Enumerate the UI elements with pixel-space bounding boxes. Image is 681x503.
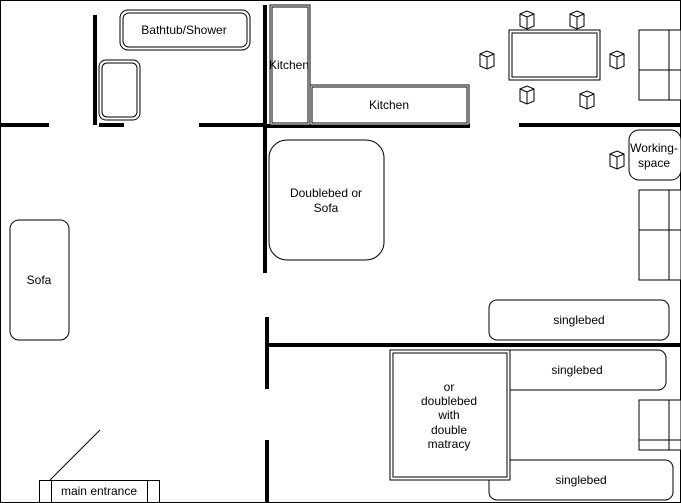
kitchen-label: Kitchen [369, 98, 409, 112]
wardrobe-icon[interactable] [638, 399, 681, 451]
workingspace[interactable]: Working- space [628, 129, 681, 181]
singlebed-middle[interactable]: singlebed [488, 349, 667, 391]
doublebed-or-sofa[interactable]: Doublebed or Sofa [268, 139, 385, 261]
kitchen-label: Kitchen [269, 58, 309, 72]
chairs [479, 10, 625, 170]
workingspace-label-2: space [638, 156, 670, 170]
doublebed-label-1: or [444, 380, 455, 394]
singlebed-label: singlebed [555, 473, 606, 487]
doublebed-sofa-label-1: Doublebed or [290, 186, 362, 200]
wardrobe-icon[interactable] [638, 29, 681, 101]
chair-cube-icon[interactable] [609, 150, 625, 170]
toilet-icon[interactable] [98, 59, 141, 121]
chair-cube-icon[interactable] [569, 10, 585, 30]
chair-cube-icon[interactable] [579, 90, 595, 110]
chair-cube-icon[interactable] [519, 85, 535, 105]
singlebed-bottom[interactable]: singlebed [488, 459, 674, 501]
doublebed-label-4: double [431, 423, 467, 437]
main-entrance-label: main entrance [61, 484, 137, 498]
kitchen-counter-vertical[interactable]: Kitchen [269, 4, 311, 126]
bathtub-label: Bathtub/Shower [141, 23, 226, 37]
doublebed-label-3: with [437, 408, 459, 422]
singlebed-top[interactable]: singlebed [488, 299, 670, 341]
sofa-label: Sofa [27, 273, 52, 287]
dining-table[interactable] [508, 29, 601, 81]
chair-cube-icon[interactable] [479, 50, 495, 70]
doublebed-label-5: matracy [428, 437, 471, 451]
wardrobe-icon[interactable] [638, 189, 681, 281]
doublebed-label-2: doublebed [421, 394, 477, 408]
doublebed-sofa-label-2: Sofa [314, 201, 339, 215]
walls [0, 5, 681, 503]
singlebed-label: singlebed [551, 363, 602, 377]
kitchen-counter-horizontal[interactable]: Kitchen [309, 84, 470, 126]
doublebed-matracy[interactable]: or doublebed with double matracy [389, 349, 511, 481]
sofa[interactable]: Sofa [9, 219, 70, 341]
door-swing [49, 429, 101, 481]
singlebed-label: singlebed [553, 313, 604, 327]
chair-cube-icon[interactable] [609, 50, 625, 70]
bathtub-shower[interactable]: Bathtub/Shower [119, 9, 251, 51]
workingspace-label-1: Working- [630, 141, 678, 155]
chair-cube-icon[interactable] [519, 10, 535, 30]
main-entrance[interactable]: main entrance [39, 429, 160, 503]
